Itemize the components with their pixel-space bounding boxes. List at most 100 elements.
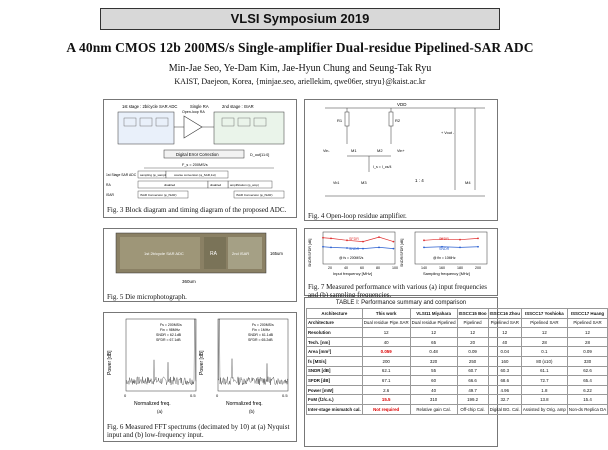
fig5-isar-label: 2nd ISAR (232, 251, 249, 256)
table1-cell: 199.2 (456, 394, 489, 405)
fig4-m1-label: M1 (351, 148, 357, 153)
fig5-ra-label: RA (210, 251, 218, 257)
table1-cell: 6.22 (566, 384, 608, 396)
fig3-cap-array (123, 117, 267, 127)
fig7b-sndr-point (441, 245, 443, 248)
fig3-t-isar-dis (207, 180, 229, 189)
fig6a-ylabel: Power [dB] (107, 350, 113, 375)
fig3-dec-block (163, 149, 245, 159)
fig4-vin-label: Vin- (323, 149, 330, 153)
fig6-plots: Fs = 200MS/s Fin = 98MHz SNDR = 62.1dB S… (107, 318, 289, 414)
table1-cell: 15.4 (566, 394, 608, 405)
table1-row-header: Resolution (306, 327, 363, 338)
conference-banner: VLSI Symposium 2019 (100, 8, 500, 30)
table1-row-header: fs [MS/s] (306, 355, 363, 367)
fig7a-xtick: 80 (376, 266, 380, 270)
table1-cell: 320 (409, 355, 458, 367)
table1-header-cell: ISSCC16 Zhou (487, 308, 522, 319)
table1-row-header: Power [mW] (306, 384, 363, 396)
fig7a-xlabel: Input frequency [MHz] (333, 271, 372, 276)
fig3-stage1-label: 1st stage : 2b/cycle SAR ADC (122, 104, 177, 109)
fig7a-legend-sfdr: SFDR (349, 237, 359, 241)
fig3-t-coarse (165, 170, 229, 179)
fig7a-sfdr-point (330, 237, 332, 240)
fig4-m2-label: M2 (377, 148, 383, 153)
fig3-row2-label: RA (106, 183, 111, 187)
table1-cell: 60 (409, 375, 458, 386)
table1-cell: Not required (361, 403, 411, 415)
fig6a-xtick-0: 0 (124, 393, 127, 398)
fig3-t-isar2 (233, 190, 285, 199)
fig6b-fs: Fs = 200MS/s (252, 323, 274, 327)
table1-row-header: Area [mm²] (306, 346, 363, 357)
table1-cell: 0.48 (409, 346, 458, 357)
paper-authors: Min-Jae Seo, Ye-Dam Kim, Jae-Hyun Chung … (168, 63, 432, 74)
fig7-caption: Fig. 7 Measured performance with various… (308, 283, 488, 299)
table1-cell: 2.6 (361, 384, 411, 396)
fig6a-xlabel: Normalized freq. (134, 401, 171, 407)
table1-cell: 160 (487, 355, 522, 367)
fig7a-xtick: 100 (392, 266, 398, 270)
fig6b-sub: (b) (249, 409, 255, 414)
fig6b-sndr: SNDR = 61.1dB (248, 333, 274, 337)
table1-cell: Assisted by Orig. amp (520, 403, 568, 415)
fig6a-xtick-1: 0.5 (190, 393, 196, 398)
fig5-caption: Fig. 5 Die microphotograph. (107, 293, 187, 301)
table1-panel: TABLE I: Performance summary and compari… (304, 297, 608, 447)
table1-cell: 66.6 (456, 375, 489, 386)
fig4-r1-right (388, 111, 394, 127)
fig4-m4-label: M4 (465, 180, 471, 185)
paper-affiliation: KAIST, Daejeon, Korea, {minjae.seo, arie… (174, 77, 426, 86)
table1-cell: 80 (x10) (520, 355, 568, 367)
fig4-r2-label: R2 (395, 118, 401, 123)
table1-cell: Pipelined (456, 317, 489, 329)
table1-header-cell: This work (361, 308, 411, 319)
table1-cell: 12 (361, 327, 411, 338)
fig3-fs-label: F_s = 200MS/s (182, 163, 208, 167)
fig7b-sndr-point (423, 246, 425, 249)
fig7b-sfdr-point (441, 238, 443, 240)
table1-cell: 250 (456, 355, 489, 367)
fig6b-xlabel: Normalized freq. (226, 401, 263, 407)
fig6b-ylabel: Power [dB] (199, 350, 205, 375)
fig5-height-label: 165um (270, 251, 283, 256)
fig3-t-sample-label: sampling (φ_sample) (140, 173, 168, 177)
fig7b-sfdr-point (459, 238, 461, 241)
fig3-dec-label: Digital Error Correction (176, 152, 219, 157)
table1-cell: 67.1 (361, 375, 411, 386)
fig4-r1-label: R1 (337, 118, 343, 123)
fig7a-ylabel: SNDR/SFDR [dB] (308, 239, 312, 267)
fig3-stage2-label: 2nd stage : ISAR (222, 104, 254, 109)
fig7a-xtick: 20 (328, 266, 332, 270)
fig6-caption: Fig. 6 Measured FFT spectrums (decimated… (107, 423, 290, 439)
table1-cell: 12 (456, 327, 489, 338)
fig7b-sndr-point (459, 246, 461, 249)
fig6a-spectrum (125, 318, 197, 386)
fig3-isar-block (213, 111, 285, 145)
table1-header-cell: ISSCC15 Boo (456, 308, 489, 319)
fig7b-xtick: 200 (475, 266, 481, 270)
fig4-vout-label: + Vout - (441, 131, 455, 135)
table1-cell: 310 (409, 394, 458, 405)
table1-cell: 60.3 (487, 365, 522, 377)
fig5-width-label: 360um (182, 279, 196, 284)
fig6b-sfdr: SFDR = 65.2dB (248, 338, 273, 342)
fig6a-sndr: SNDR = 62.1dB (156, 333, 182, 337)
fig7a-sndr-point (392, 247, 395, 250)
table1-cell: 12 (566, 327, 608, 338)
fig7a-sndr-point (322, 245, 324, 248)
fig3-t-isar1-label: ISAR Conversion (φ_ISAR) (140, 193, 176, 197)
fig3-t-ra-dis-label: disabled (164, 183, 176, 187)
fig6b-axes (217, 318, 289, 392)
fig7a-sfdr-point (362, 240, 364, 243)
table1-cell: 12 (520, 327, 568, 338)
fig7b-sfdr-line (423, 238, 479, 241)
table1-title: TABLE I: Performance summary and compari… (335, 300, 467, 306)
fig4-panel: VDD R1 R2 M1 M2 Vin- Vin+ I_s = I_cs/4 M… (304, 99, 498, 221)
fig7b-note: @ fin = 10MHz (433, 256, 456, 260)
fig3-single-ra-label: Single RA (190, 104, 209, 109)
